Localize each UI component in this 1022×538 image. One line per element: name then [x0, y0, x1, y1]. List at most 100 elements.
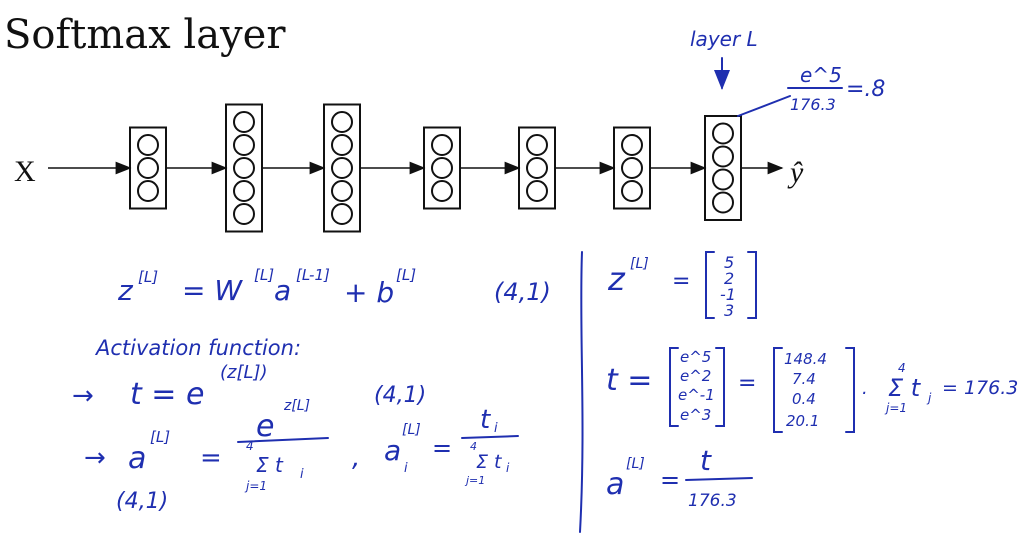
- layer-5-neuron: [526, 134, 548, 156]
- fraction-numerator: e^5: [800, 63, 842, 87]
- callout-line: [737, 95, 791, 117]
- layer-6-neuron: [621, 180, 643, 202]
- svg-text:j=1: j=1: [244, 479, 267, 493]
- svg-text:Σ t: Σ t: [256, 453, 284, 477]
- svg-text:[L]: [L]: [402, 422, 421, 438]
- svg-text:(z[L]): (z[L]): [220, 362, 268, 383]
- svg-text:Σ t: Σ t: [888, 374, 922, 402]
- fraction-denominator: 176.3: [790, 95, 836, 114]
- svg-text:=: =: [660, 466, 680, 494]
- svg-text:[L]: [L]: [150, 428, 170, 446]
- layer-6-neuron: [621, 157, 643, 179]
- svg-text:[L]: [L]: [254, 266, 274, 284]
- layer-3-neuron: [331, 157, 353, 179]
- layer-2-neuron: [233, 203, 255, 225]
- input-label: X: [14, 155, 36, 188]
- svg-text:→: →: [84, 443, 106, 473]
- svg-text:a: a: [384, 434, 401, 467]
- svg-text:j=1: j=1: [464, 474, 485, 487]
- fraction-result: =.8: [846, 77, 885, 102]
- svg-text:[L]: [L]: [396, 266, 416, 284]
- divider: [579, 251, 584, 533]
- svg-text:[L-1]: [L-1]: [296, 266, 330, 284]
- svg-text:t =: t =: [606, 363, 652, 398]
- layer-1-neuron: [137, 134, 159, 156]
- layer-7-neuron: [712, 122, 734, 145]
- svg-text:20.1: 20.1: [786, 412, 819, 430]
- layer-4-neuron: [431, 157, 453, 179]
- svg-text:[L]: [L]: [626, 456, 645, 472]
- svg-text:i: i: [300, 467, 304, 482]
- z-shape: (4,1): [494, 278, 551, 306]
- layer-7-neuron: [712, 168, 734, 191]
- svg-text:.: .: [862, 378, 868, 399]
- svg-text:-1: -1: [720, 285, 736, 304]
- svg-text:+ b: + b: [344, 276, 394, 309]
- layer-2-neuron: [233, 180, 255, 202]
- svg-text:,: ,: [352, 443, 360, 473]
- svg-text:=: =: [200, 443, 222, 473]
- t-sum: 4 Σ t j j=1 = 176.3: [884, 361, 1018, 415]
- svg-text:i: i: [494, 421, 498, 436]
- svg-text:[L]: [L]: [630, 256, 649, 272]
- svg-text:2: 2: [724, 269, 734, 288]
- svg-text:e^5: e^5: [680, 348, 711, 366]
- svg-text:[L]: [L]: [138, 268, 158, 286]
- page-title: Softmax layer: [4, 12, 286, 58]
- svg-text:4: 4: [470, 440, 477, 453]
- layer-4-neuron: [431, 180, 453, 202]
- layer-3-neuron: [331, 180, 353, 202]
- layer-7-neuron: [712, 191, 734, 214]
- a-result: a [L] = t 176.3: [606, 444, 753, 511]
- svg-text:= W: = W: [182, 274, 243, 307]
- svg-text:5: 5: [724, 253, 734, 272]
- layer-5-neuron: [526, 180, 548, 202]
- layer-2-neuron: [233, 134, 255, 156]
- t-vector: t = e^5 e^2 e^-1 e^3 = 148.4 7.4 0.4 20.…: [606, 347, 868, 433]
- z-vector: z [L] = 5 2 -1 3: [607, 251, 757, 320]
- svg-text:=: =: [432, 434, 452, 462]
- a-line: → a [L] = e z[L] 4 Σ t i j=1 , a [L] i =…: [84, 398, 519, 493]
- layer-3-neuron: [331, 203, 353, 225]
- layer-2-neuron: [233, 157, 255, 179]
- t-line: → t = e (z[L]) (4,1): [72, 362, 426, 412]
- layer-1-neuron: [137, 157, 159, 179]
- layer-4-neuron: [431, 134, 453, 156]
- svg-text:e^3: e^3: [680, 406, 711, 424]
- layer-3-neuron: [331, 134, 353, 156]
- svg-text:e: e: [256, 409, 274, 444]
- svg-text:i: i: [506, 461, 510, 475]
- svg-text:z: z: [117, 274, 134, 307]
- layer-l-annotation: layer L: [690, 27, 758, 51]
- a-shape: (4,1): [116, 489, 168, 514]
- svg-text:j=1: j=1: [884, 401, 907, 415]
- svg-text:4: 4: [898, 361, 906, 375]
- svg-text:e^-1: e^-1: [678, 386, 715, 404]
- svg-text:=: =: [738, 371, 756, 396]
- svg-text:t: t: [480, 405, 491, 435]
- svg-text:j: j: [926, 391, 932, 405]
- svg-text:= 176.3: = 176.3: [942, 377, 1018, 399]
- svg-text:3: 3: [724, 301, 734, 320]
- svg-text:0.4: 0.4: [792, 390, 816, 408]
- svg-text:t = e: t = e: [130, 377, 204, 412]
- neural-network: [48, 103, 784, 233]
- svg-text:176.3: 176.3: [688, 491, 737, 511]
- layer-7-neuron: [712, 145, 734, 168]
- svg-text:148.4: 148.4: [784, 350, 827, 368]
- svg-text:z: z: [607, 260, 626, 298]
- svg-text:7.4: 7.4: [792, 370, 816, 388]
- svg-text:→: →: [72, 381, 94, 411]
- t-shape: (4,1): [374, 383, 426, 408]
- svg-text:e^2: e^2: [680, 367, 711, 385]
- svg-text:z[L]: z[L]: [283, 398, 310, 414]
- svg-text:a: a: [274, 274, 291, 307]
- svg-text:a: a: [128, 441, 146, 476]
- svg-text:t: t: [700, 444, 712, 477]
- svg-text:a: a: [606, 467, 624, 502]
- layer-3-neuron: [331, 111, 353, 133]
- layer-1-neuron: [137, 180, 159, 202]
- layer-5-neuron: [526, 157, 548, 179]
- svg-text:=: =: [672, 269, 690, 294]
